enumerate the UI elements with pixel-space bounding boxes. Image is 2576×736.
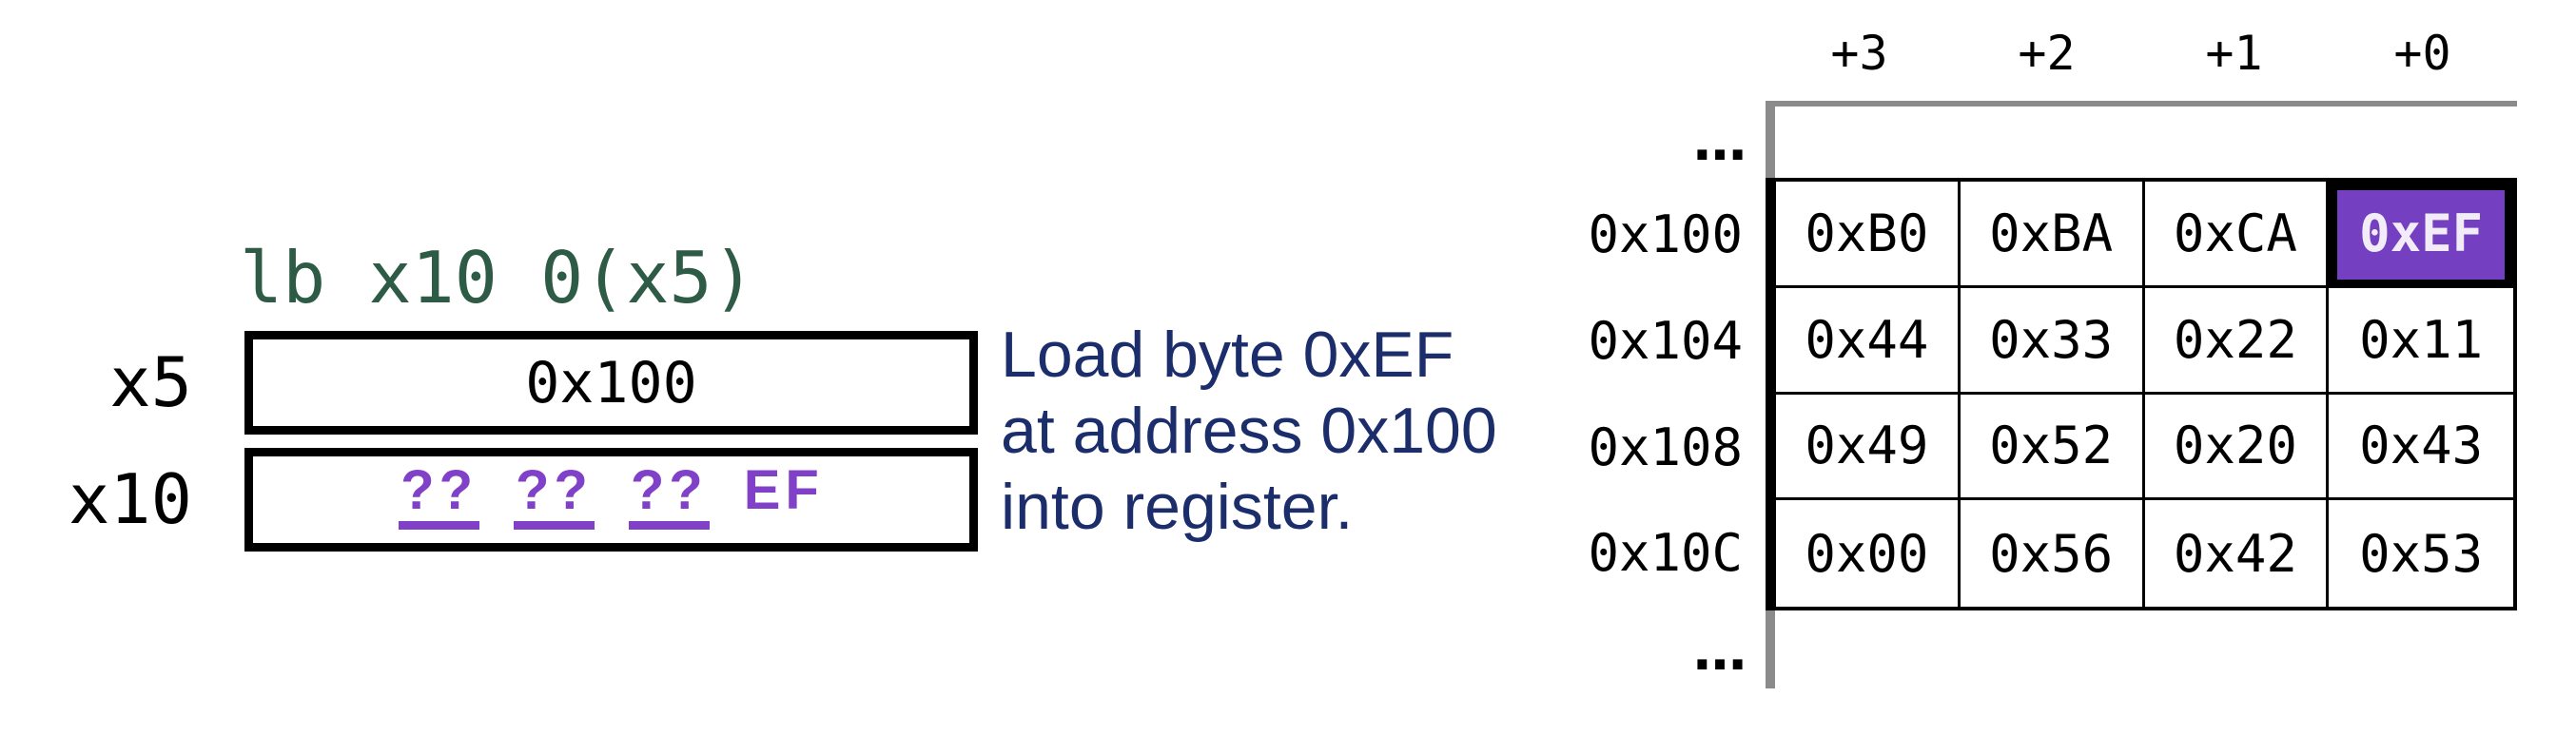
register-x10-value: ?? ?? ?? EF [399, 458, 824, 530]
memory-cell: 0x53 [2359, 523, 2484, 584]
instruction-code: lb x10 0(x5) [240, 236, 755, 320]
memory-cell: 0x33 [1960, 287, 2145, 395]
byte-offset-header-0: +0 [2393, 26, 2451, 81]
memory-cell: 0x42 [2145, 500, 2330, 607]
register-x5-label: x5 [109, 342, 192, 422]
caption-line-3: into register. [1001, 471, 1354, 543]
memory-axis-horizontal-line [1766, 101, 2517, 107]
memory-cell: 0x11 [2329, 288, 2513, 395]
caption-line-2: at address 0x100 [1001, 395, 1497, 467]
address-label-0x100: 0x100 [1588, 204, 1743, 264]
memory-cell: 0x49 [1776, 394, 1961, 501]
memory-cell: 0x22 [2144, 287, 2330, 395]
unknown-byte-2: ?? [514, 462, 595, 530]
register-x5-box: 0x100 [244, 331, 978, 435]
register-x10-box: ?? ?? ?? EF [244, 448, 978, 552]
caption-text: Load byte 0xEF at address 0x100 into reg… [1001, 317, 1497, 545]
memory-cell: 0x52 [1960, 394, 2145, 501]
memory-ellipsis-bottom: … [1693, 621, 1747, 683]
byte-offset-header-3: +3 [1830, 26, 1888, 81]
register-x10-label: x10 [68, 459, 192, 539]
memory-table: 0xB0 0xBA 0xCA 0xEF 0x44 0x33 0x22 0x11 … [1766, 178, 2517, 610]
memory-cell: 0x43 [2329, 395, 2513, 501]
register-x5-value: 0x100 [525, 349, 697, 416]
address-label-0x108: 0x108 [1588, 417, 1743, 477]
byte-offset-header-1: +1 [2205, 26, 2263, 81]
memory-cell: 0x00 [1776, 500, 1961, 607]
caption-line-1: Load byte 0xEF [1001, 319, 1454, 391]
memory-cell: 0x44 [1776, 287, 1961, 395]
address-label-0x104: 0x104 [1588, 311, 1743, 371]
memory-ellipsis-top: … [1693, 111, 1747, 173]
memory-cell: 0xB0 [1776, 182, 1961, 288]
address-label-0x10C: 0x10C [1588, 523, 1743, 583]
unknown-byte-3: ?? [399, 462, 479, 530]
memory-cell: 0x20 [2144, 394, 2330, 501]
byte-offset-header-2: +2 [2018, 26, 2076, 81]
memory-cell: 0xBA [1960, 182, 2145, 288]
memory-cell-highlighted: 0xEF [2329, 182, 2513, 288]
loaded-byte-value: EF [743, 458, 824, 521]
memory-cell: 0xCA [2144, 182, 2330, 288]
unknown-byte-1: ?? [628, 462, 710, 530]
memory-cell: 0x56 [1961, 500, 2145, 607]
